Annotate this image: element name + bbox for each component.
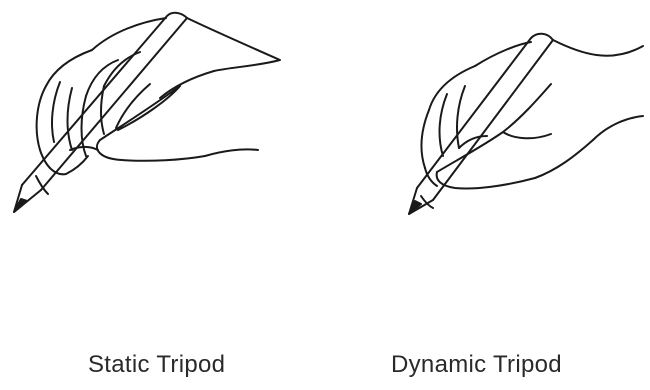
static-tripod-hand-drawing bbox=[0, 0, 325, 330]
dynamic-tripod-hand-drawing bbox=[325, 0, 650, 330]
static-tripod-caption: Static Tripod bbox=[88, 351, 225, 379]
dynamic-tripod-caption: Dynamic Tripod bbox=[391, 351, 562, 379]
static-tripod-panel: Static Tripod bbox=[0, 0, 325, 390]
dynamic-tripod-panel: Dynamic Tripod bbox=[325, 0, 650, 390]
